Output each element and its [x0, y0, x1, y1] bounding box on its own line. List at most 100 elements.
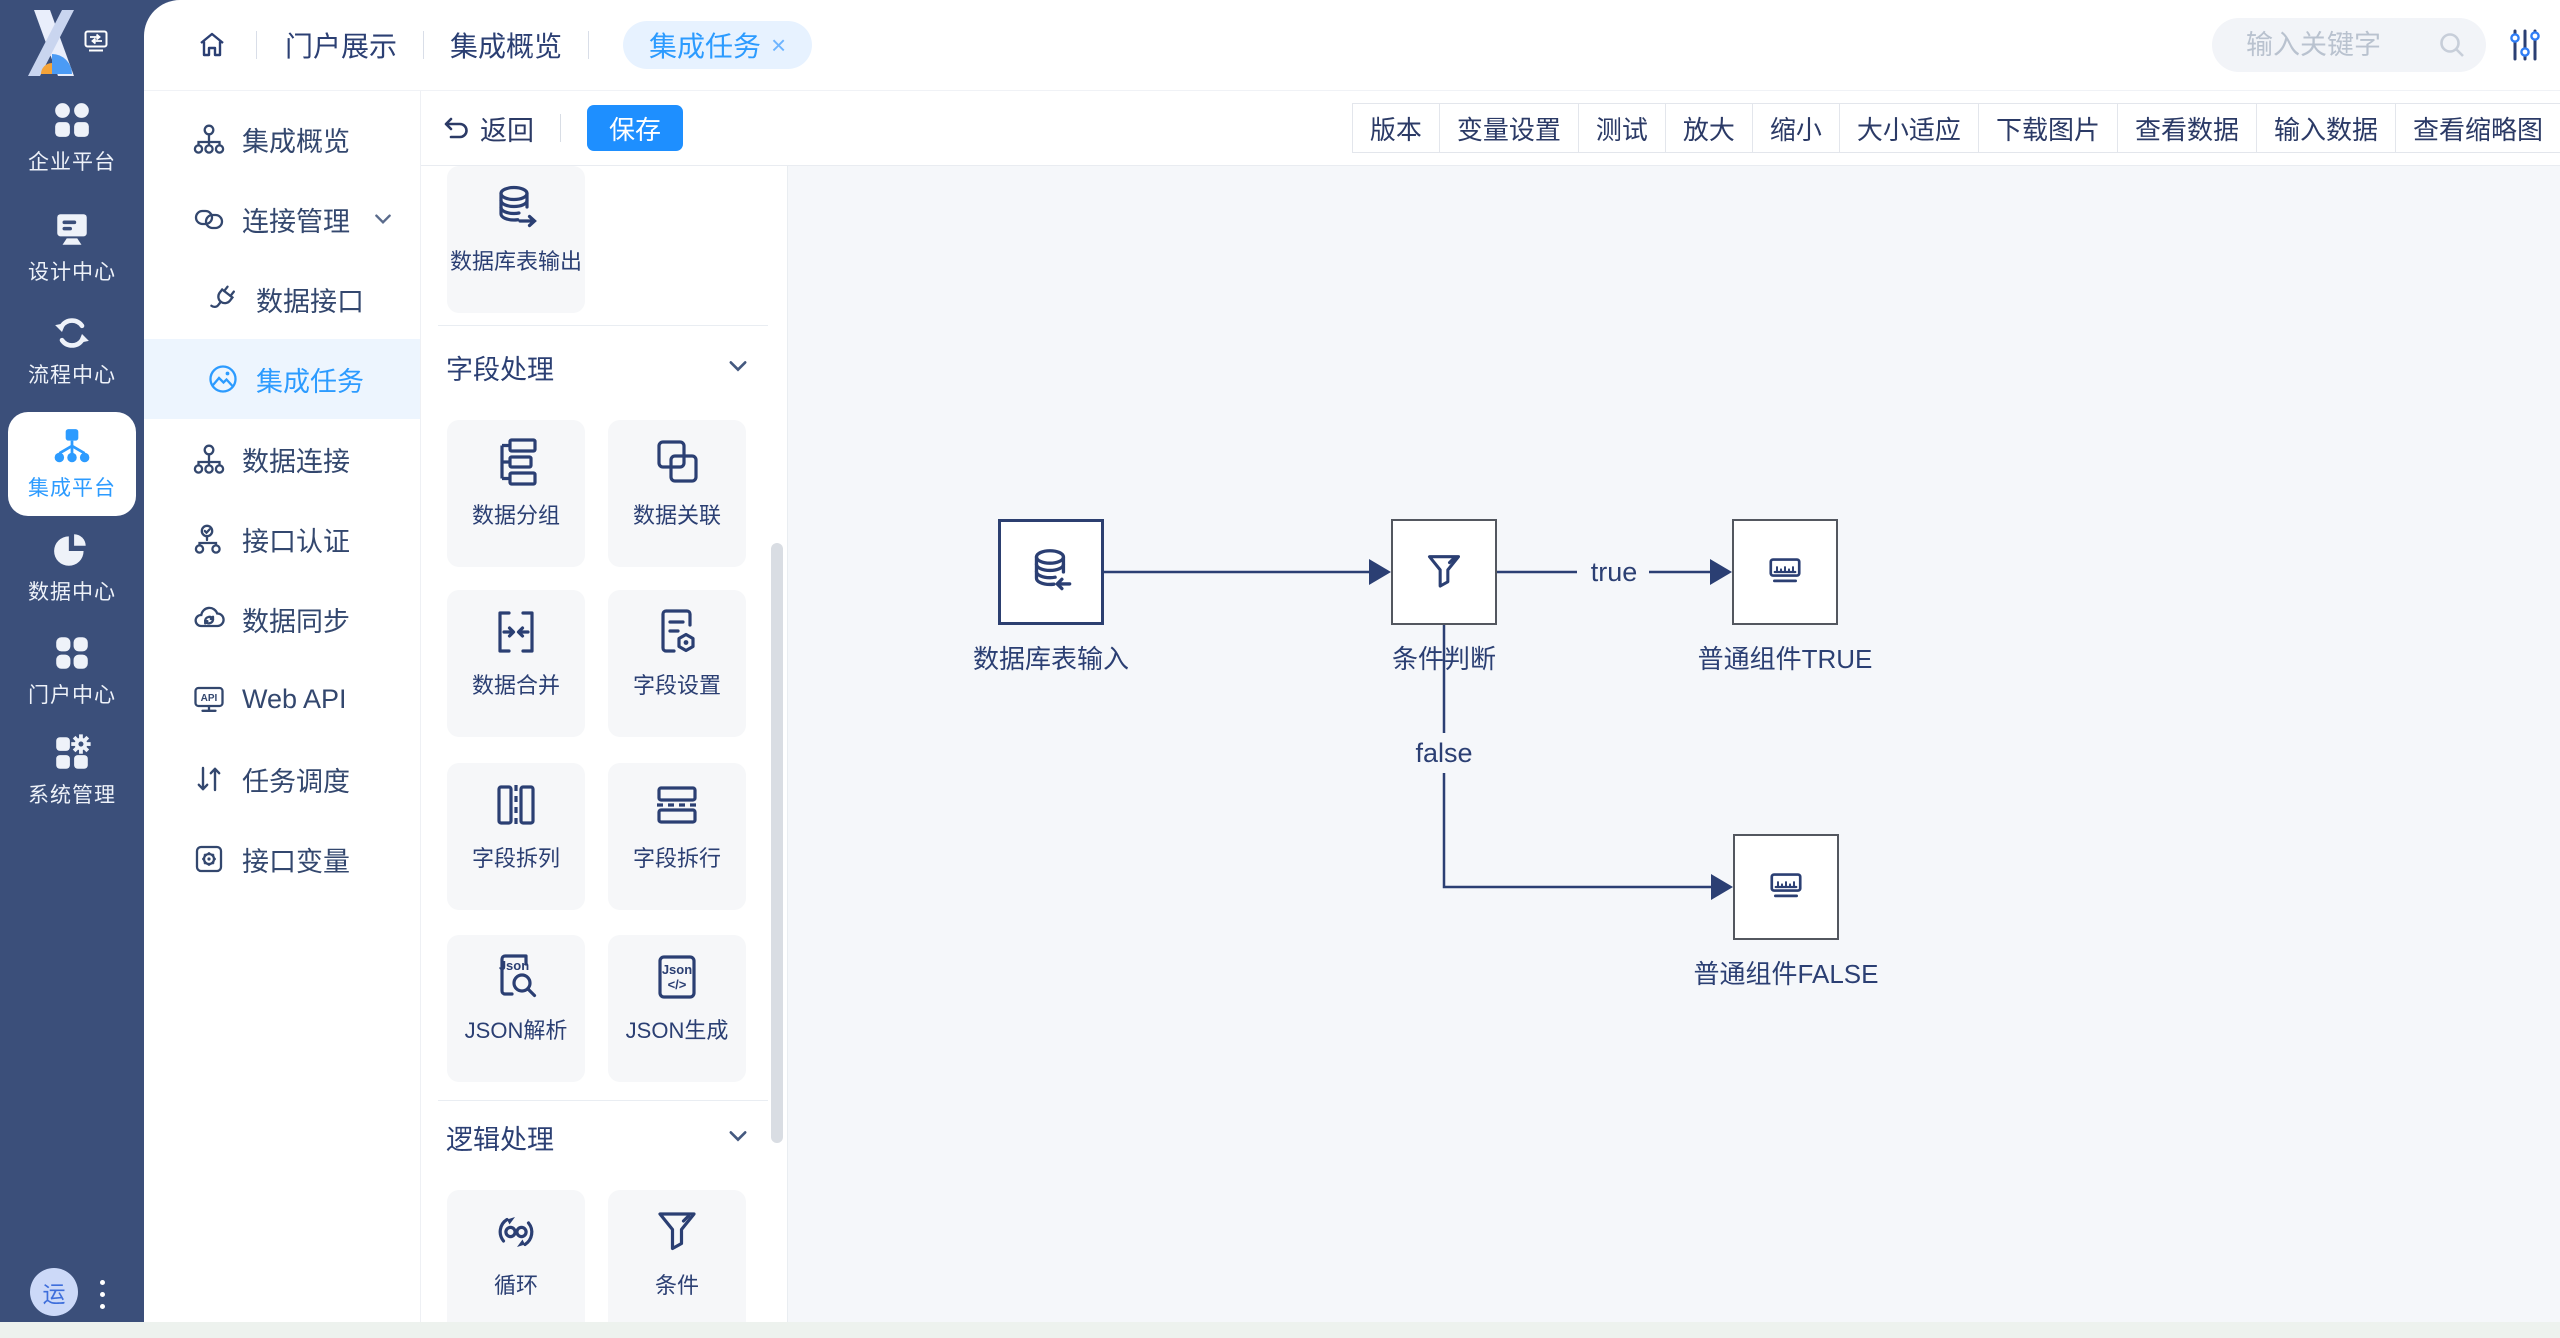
action-view-data[interactable]: 查看数据: [2116, 104, 2256, 152]
loop-icon: [498, 1217, 534, 1247]
sidebar-item-integration[interactable]: 集成平台: [8, 412, 136, 516]
funnel-icon: [658, 1212, 696, 1251]
card-condition[interactable]: 条件: [608, 1190, 746, 1337]
main-area: 门户展示 集成概览 集成任务 ×: [144, 0, 2560, 1338]
home-icon[interactable]: [196, 29, 228, 61]
section-title-logic-processing: 逻辑处理: [446, 1125, 554, 1155]
action-variable-settings[interactable]: 变量设置: [1438, 104, 1578, 152]
toolbar-action-group: 版本 变量设置 测试 放大 缩小 大小适应 下载图片 查看数据 输入数据 查看缩…: [1351, 103, 2560, 153]
card-data-group[interactable]: 数据分组: [447, 420, 585, 567]
collapse-sidebar-icon[interactable]: [84, 30, 108, 52]
card-label: 数据关联: [632, 503, 721, 528]
divider: [256, 31, 257, 59]
tab-close-icon[interactable]: ×: [771, 30, 787, 60]
menu-item-api-auth[interactable]: 接口认证: [144, 499, 420, 579]
sidebar-item-process[interactable]: 流程中心: [0, 313, 144, 389]
nav-portal-display[interactable]: 门户展示: [285, 31, 398, 62]
menu-item-integration-task[interactable]: 集成任务: [144, 339, 420, 419]
card-data-relate[interactable]: 数据关联: [608, 420, 746, 567]
chevron-down-icon[interactable]: [726, 1124, 750, 1148]
section-divider: [438, 325, 768, 326]
search-box: [2212, 18, 2486, 72]
card-row: 循环 条件: [447, 1190, 746, 1337]
sort-arrows-icon: [197, 766, 221, 792]
sidebar-item-portal[interactable]: 门户中心: [0, 633, 144, 709]
card-field-split-row[interactable]: 字段拆行: [608, 763, 746, 910]
component-icon: [1770, 873, 1802, 898]
menu-item-label: 数据接口: [256, 286, 364, 317]
node-component-true[interactable]: [1732, 519, 1838, 625]
divider: [560, 114, 561, 142]
sidebar-item-design[interactable]: 设计中心: [0, 210, 144, 286]
work-area: 返回 保存 版本 变量设置 测试 放大 缩小 大小适应 下载图片 查看数据 输入…: [421, 91, 2560, 1338]
menu-item-label: 数据连接: [242, 446, 350, 477]
db-output-icon: [499, 185, 537, 228]
svg-text:</>: </>: [668, 977, 687, 992]
chevron-down-icon[interactable]: [372, 208, 394, 230]
card-field-split-col[interactable]: 字段拆列: [447, 763, 585, 910]
sidebar-item-enterprise[interactable]: 企业平台: [0, 100, 144, 176]
action-input-data[interactable]: 输入数据: [2255, 104, 2395, 152]
design-center-icon: [57, 214, 87, 245]
system-management-icon: [56, 734, 91, 769]
card-label: 字段拆列: [471, 846, 560, 871]
search-icon[interactable]: [2438, 31, 2466, 59]
flow-canvas[interactable]: true false: [788, 166, 2560, 1338]
action-test[interactable]: 测试: [1577, 104, 1665, 152]
card-json-generate[interactable]: Json </> JSON生成: [608, 935, 746, 1082]
save-button[interactable]: 保存: [587, 105, 683, 151]
node-condition[interactable]: [1391, 519, 1497, 625]
edge-label-true: true: [1591, 557, 1638, 587]
card-loop[interactable]: 循环: [447, 1190, 585, 1337]
svg-text:Json: Json: [662, 962, 692, 977]
chevron-down-icon[interactable]: [726, 354, 750, 378]
divider: [588, 31, 590, 59]
work-body: 数据库表输出 字段处理: [421, 166, 2560, 1338]
bottom-scrollbar-track[interactable]: [0, 1322, 2560, 1338]
link-icon: [194, 209, 224, 230]
json-generate-icon: Json </>: [658, 955, 696, 999]
action-zoom-out[interactable]: 缩小: [1751, 104, 1839, 152]
menu-item-data-sync[interactable]: 数据同步: [144, 579, 420, 659]
flow-edges: true false: [1104, 554, 1733, 900]
menu-item-label: 接口认证: [242, 526, 350, 557]
node-db-table-input[interactable]: [998, 519, 1104, 625]
action-download-image[interactable]: 下载图片: [1977, 104, 2117, 152]
action-view-thumbnail[interactable]: 查看缩略图: [2394, 104, 2560, 152]
section-divider: [438, 1100, 768, 1101]
menu-item-integration-overview[interactable]: 集成概览: [144, 99, 420, 179]
nav-integration-overview[interactable]: 集成概览: [450, 31, 563, 62]
action-zoom-in[interactable]: 放大: [1664, 104, 1752, 152]
filter-sliders-icon[interactable]: [2510, 27, 2540, 63]
menu-item-web-api[interactable]: API Web API: [144, 659, 420, 739]
menu-item-task-schedule[interactable]: 任务调度: [144, 739, 420, 819]
sidebar-item-label: 集成平台: [28, 476, 116, 500]
app-logo-icon: [28, 10, 74, 76]
sidebar-item-data[interactable]: 数据中心: [0, 530, 144, 606]
user-avatar[interactable]: 运: [30, 1268, 78, 1316]
tab-integration-task[interactable]: 集成任务 ×: [623, 21, 813, 69]
more-menu-icon[interactable]: [96, 1276, 109, 1313]
action-version[interactable]: 版本: [1351, 104, 1439, 152]
card-label: 字段设置: [632, 673, 721, 698]
card-data-merge[interactable]: 数据合并: [447, 590, 585, 737]
back-button[interactable]: 返回: [442, 109, 534, 148]
panel-scrollbar-thumb[interactable]: [771, 543, 783, 1143]
card-label: 数据合并: [471, 673, 560, 698]
card-label: 循环: [493, 1273, 538, 1298]
menu-item-api-variable[interactable]: 接口变量: [144, 819, 420, 899]
menu-item-data-interface[interactable]: 数据接口: [144, 259, 420, 339]
search-input[interactable]: [2212, 18, 2486, 72]
menu-item-data-connection[interactable]: 数据连接: [144, 419, 420, 499]
node-component-false[interactable]: [1733, 834, 1839, 940]
menu-item-connection-management[interactable]: 连接管理: [144, 179, 420, 259]
card-field-setting[interactable]: 字段设置: [608, 590, 746, 737]
sidebar-item-system[interactable]: 系统管理: [0, 733, 144, 809]
card-db-table-output[interactable]: 数据库表输出: [447, 166, 585, 313]
card-json-parse[interactable]: Json JSON解析: [447, 935, 585, 1082]
action-fit-size[interactable]: 大小适应: [1838, 104, 1978, 152]
auth-check-icon: [194, 524, 221, 554]
menu-item-label: 数据同步: [242, 606, 350, 637]
db-input-icon: [1034, 549, 1072, 591]
sidebar-item-label: 企业平台: [28, 151, 116, 174]
